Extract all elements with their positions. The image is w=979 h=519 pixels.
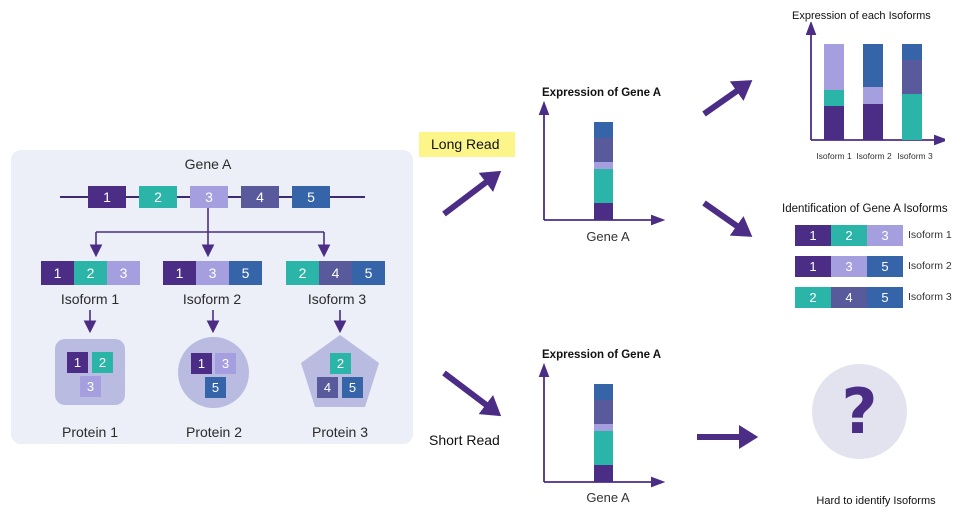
gene-exon-1: 1 xyxy=(88,186,126,208)
id-row1-exon-3: 3 xyxy=(867,225,903,246)
protein3-exon-5: 5 xyxy=(342,377,363,398)
protein2-label: Protein 2 xyxy=(185,424,243,440)
isoform3-exon-2: 2 xyxy=(286,261,319,285)
isoform3-bar-seg-2 xyxy=(902,94,922,140)
id-row1-exon-1: 1 xyxy=(795,225,831,246)
to-isoform-chart-arrow xyxy=(702,80,753,117)
isoform2-bar-seg-3 xyxy=(863,87,883,104)
isoform2-exon-3: 3 xyxy=(196,261,229,285)
id-row3-exon-4: 4 xyxy=(831,287,867,308)
isoform2-exon-1: 1 xyxy=(163,261,196,285)
long-read-bar-seg-5 xyxy=(594,122,613,138)
long-read-label: Long Read xyxy=(431,136,500,152)
id-row2-exon-5: 5 xyxy=(867,256,903,277)
protein3-exon-2: 2 xyxy=(330,353,351,374)
gene-exon-4: 4 xyxy=(241,186,279,208)
gene-title: Gene A xyxy=(184,156,232,172)
short-read-arrow xyxy=(442,370,502,417)
hard-to-identify-label: Hard to identify Isoforms xyxy=(816,495,936,507)
protein2-exon-5: 5 xyxy=(205,377,226,398)
isoform2-bar-seg-1 xyxy=(863,104,883,140)
isoform1-bar-seg-2 xyxy=(824,90,844,106)
isoform1-exon-3: 3 xyxy=(107,261,140,285)
long-read-bar-seg-1 xyxy=(594,203,613,220)
id-row1-label: Isoform 1 xyxy=(908,229,952,241)
id-row1-exon-2: 2 xyxy=(831,225,867,246)
long-read-chart xyxy=(538,100,666,226)
isoform1-exon-2: 2 xyxy=(74,261,107,285)
protein2-exon-3: 3 xyxy=(215,353,236,374)
question-circle: ? xyxy=(812,364,907,459)
protein3-exon-4: 4 xyxy=(317,377,338,398)
short-read-bar-seg-2 xyxy=(594,431,613,465)
short-read-label: Short Read xyxy=(429,432,500,448)
long-read-bar-seg-3 xyxy=(594,162,613,169)
question-mark-icon: ? xyxy=(841,374,878,448)
short-read-chart xyxy=(538,362,666,488)
id-row2-exon-1: 1 xyxy=(795,256,831,277)
short-read-chart-title: Expression of Gene A xyxy=(542,349,662,361)
isoform-chart-category-3: Isoform 3 xyxy=(897,151,933,161)
isoform1-label: Isoform 1 xyxy=(60,291,120,307)
protein3-label: Protein 3 xyxy=(311,424,369,440)
short-read-chart-xlabel: Gene A xyxy=(586,490,630,505)
long-read-bar-seg-2 xyxy=(594,169,613,203)
protein1-exon-1: 1 xyxy=(67,352,88,373)
gene-exon-3: 3 xyxy=(190,186,228,208)
isoform3-label: Isoform 3 xyxy=(307,291,367,307)
isoform2-label: Isoform 2 xyxy=(182,291,242,307)
short-read-bar-seg-3 xyxy=(594,424,613,431)
isoform-chart-title: Expression of each Isoforms xyxy=(792,10,931,22)
gene-exon-2: 2 xyxy=(139,186,177,208)
long-read-arrow xyxy=(442,170,502,217)
protein1-label: Protein 1 xyxy=(61,424,119,440)
isoform3-bar-seg-4 xyxy=(902,60,922,94)
gene-exon-5: 5 xyxy=(292,186,330,208)
isoform3-bar-seg-5 xyxy=(902,44,922,60)
isoform1-bar-seg-1 xyxy=(824,106,844,140)
id-row2-exon-3: 3 xyxy=(831,256,867,277)
short-read-bar-seg-5 xyxy=(594,384,613,400)
isoform2-bar-seg-5 xyxy=(863,44,883,87)
isoform-chart-category-2: Isoform 2 xyxy=(856,151,892,161)
isoform-chart-category-1: Isoform 1 xyxy=(816,151,852,161)
id-row3-label: Isoform 3 xyxy=(908,291,952,303)
to-identification-arrow xyxy=(702,200,753,237)
isoform-expression-chart xyxy=(805,22,945,146)
id-row2-label: Isoform 2 xyxy=(908,260,952,272)
isoform1-exon-1: 1 xyxy=(41,261,74,285)
id-row3-exon-5: 5 xyxy=(867,287,903,308)
long-read-bar-seg-4 xyxy=(594,138,613,162)
protein1-exon-2: 2 xyxy=(92,352,113,373)
protein2-exon-1: 1 xyxy=(191,353,212,374)
short-read-bar-seg-4 xyxy=(594,400,613,424)
isoform2-exon-5: 5 xyxy=(229,261,262,285)
isoform1-bar-seg-3 xyxy=(824,44,844,90)
long-read-chart-xlabel: Gene A xyxy=(586,229,630,244)
isoform3-exon-4: 4 xyxy=(319,261,352,285)
long-read-chart-title: Expression of Gene A xyxy=(542,87,662,99)
protein1-exon-3: 3 xyxy=(80,376,101,397)
short-read-bar-seg-1 xyxy=(594,465,613,482)
id-row3-exon-2: 2 xyxy=(795,287,831,308)
isoform3-exon-5: 5 xyxy=(352,261,385,285)
identification-title: Identification of Gene A Isoforms xyxy=(782,203,948,215)
long-read-highlight xyxy=(419,132,515,157)
